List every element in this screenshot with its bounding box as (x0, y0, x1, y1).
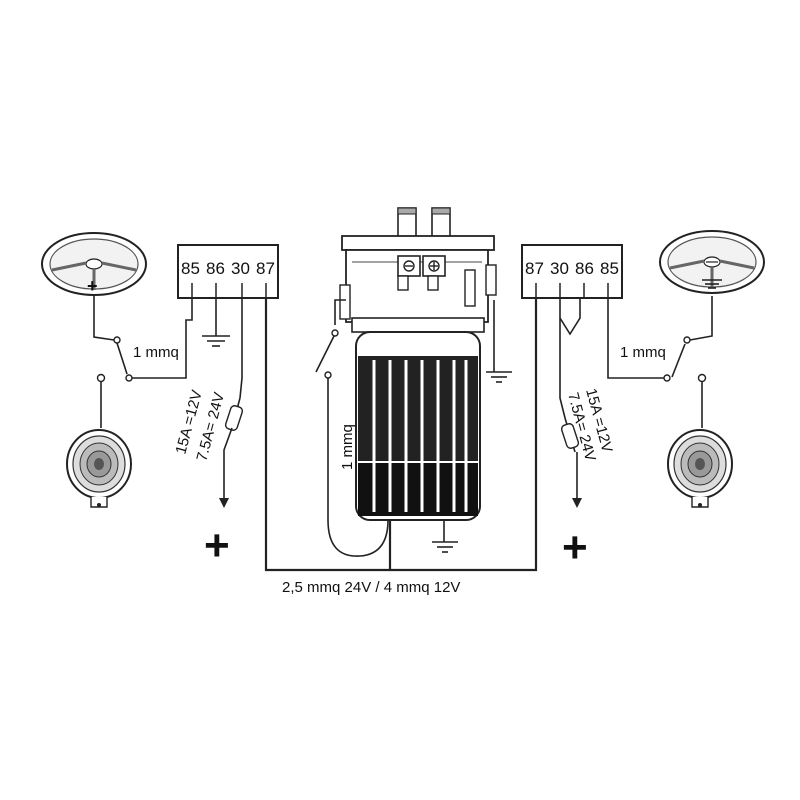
left-relay: 85 86 30 87 (177, 244, 279, 299)
right-pin30-wire (559, 318, 566, 419)
left-fuse-wire (223, 427, 233, 500)
main-wire-label: 2,5 mmq 24V / 4 mmq 12V (282, 579, 460, 596)
right-relay-pin-85: 85 (600, 259, 619, 278)
left-relay-ground-icon (202, 298, 230, 347)
compressor-switch-wire (327, 378, 389, 557)
right-relay-pin-30: 30 (550, 259, 569, 278)
left-horn-terminal (96, 373, 106, 383)
left-battery-plus: + (204, 521, 230, 570)
right-wheel-wire (689, 296, 713, 341)
right-horn-icon (667, 429, 733, 508)
right-arrow-icon (572, 498, 582, 508)
left-horn-icon (66, 429, 132, 508)
right-relay-bracket (559, 298, 581, 336)
right-relay-to-switch-wire (607, 298, 664, 379)
left-relay-pin-85: 85 (181, 259, 200, 278)
right-relay-pin-86: 86 (575, 259, 594, 278)
compressor-wire-label: 1 mmq (339, 424, 356, 470)
compressor-switch-top-wire (334, 299, 346, 325)
left-wheel-wire (93, 295, 115, 341)
wheel-plus-symbol: + (87, 276, 98, 296)
right-horn-switch (663, 336, 691, 382)
left-switch-to-relay-wire (132, 283, 193, 379)
compressor-ground-icon (486, 300, 512, 383)
bottom-ground-icon (432, 520, 458, 553)
left-wire-label: 1 mmq (133, 344, 179, 361)
left-arrow-icon (219, 498, 229, 508)
left-relay-pin-86: 86 (206, 259, 225, 278)
right-steering-wheel-icon (659, 230, 765, 294)
main-bus-wire (264, 298, 538, 572)
compressor-icon (339, 207, 497, 521)
right-fuse-icon (560, 417, 580, 453)
right-wire-label: 1 mmq (620, 344, 666, 361)
right-relay: 87 30 86 85 (521, 244, 623, 299)
right-horn-terminal (697, 373, 707, 383)
right-relay-pin-87: 87 (525, 259, 544, 278)
left-horn-switch (113, 336, 133, 382)
left-relay-pin-87: 87 (256, 259, 275, 278)
right-battery-plus: + (562, 523, 588, 572)
left-relay-pin-30: 30 (231, 259, 250, 278)
left-steering-wheel-icon: + (41, 232, 147, 296)
compressor-switch (315, 329, 339, 379)
left-fuse-icon (224, 397, 244, 431)
left-pin30-wire (239, 298, 243, 399)
